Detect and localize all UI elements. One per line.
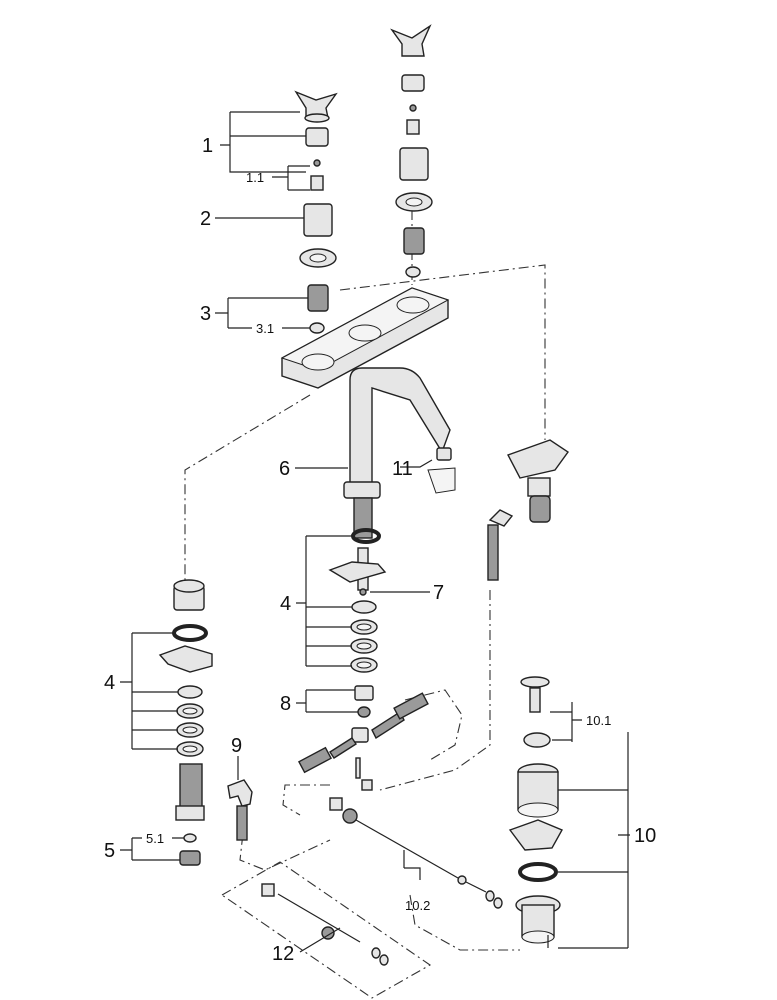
label-3: 3 <box>200 303 211 325</box>
aerator <box>436 447 452 461</box>
label-6: 6 <box>279 458 290 480</box>
spout-body <box>349 367 451 491</box>
label-1: 1 <box>202 135 213 157</box>
label-3-1: 3.1 <box>256 321 274 336</box>
label-5-1: 5.1 <box>146 831 164 846</box>
label-7: 7 <box>433 582 444 604</box>
left-handle-assembly <box>294 90 338 334</box>
label-9: 9 <box>231 735 242 757</box>
label-11: 11 <box>392 458 413 480</box>
t-connector <box>297 692 429 791</box>
label-10: 10 <box>634 825 656 847</box>
label-1-1: 1.1 <box>246 170 264 185</box>
label-12: 12 <box>272 943 294 965</box>
label-2: 2 <box>200 208 211 230</box>
popup-rod <box>329 797 503 909</box>
drain-assembly <box>508 676 563 944</box>
label-8: 8 <box>280 693 291 715</box>
screw-left <box>310 175 324 191</box>
callout-labels: 1 1.1 2 3 3.1 6 11 4 7 8 4 9 5 5.1 10.1 … <box>104 135 656 965</box>
label-4-left: 4 <box>104 672 115 694</box>
cartridge-left <box>307 284 329 312</box>
deck-plate <box>280 287 450 389</box>
leader-lines <box>120 111 630 953</box>
oring-left <box>309 322 325 334</box>
cap-ring-left <box>305 127 329 147</box>
right-valve <box>487 439 569 581</box>
label-10-2: 10.2 <box>405 898 430 913</box>
cross-handle-right <box>390 24 432 57</box>
label-5: 5 <box>104 840 115 862</box>
cross-handle-left <box>294 90 338 119</box>
nut-8 <box>354 685 374 701</box>
rod-kit <box>220 861 432 999</box>
spout-assembly <box>328 367 456 718</box>
sleeve-left <box>303 203 333 237</box>
label-4-center: 4 <box>280 593 291 615</box>
left-valve-stack <box>158 579 213 866</box>
label-10-1: 10.1 <box>586 713 611 728</box>
elbow-hose <box>227 779 253 841</box>
right-handle-assembly <box>390 24 433 278</box>
